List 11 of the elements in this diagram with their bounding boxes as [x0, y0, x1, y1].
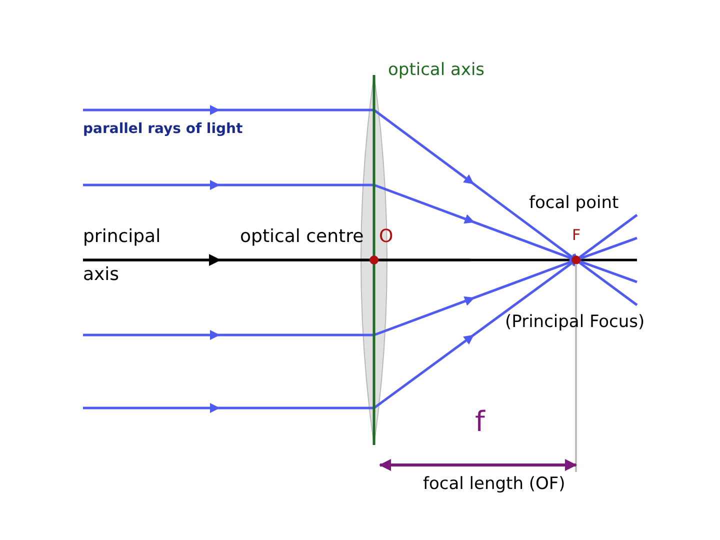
- axis-label: optical axis: [388, 62, 485, 79]
- ray-label: parallel rays of light: [83, 122, 243, 136]
- symbol-label: f: [475, 408, 485, 436]
- point-label: (Principal Focus): [505, 314, 645, 331]
- axis-label: axis: [83, 266, 120, 284]
- point-letter: F: [572, 228, 581, 243]
- point-letter: O: [379, 228, 394, 246]
- point-label: optical centre: [240, 228, 364, 246]
- dimension-label: focal length (OF): [423, 476, 566, 493]
- point-label: focal point: [529, 195, 619, 212]
- axis-label: principal: [83, 228, 161, 246]
